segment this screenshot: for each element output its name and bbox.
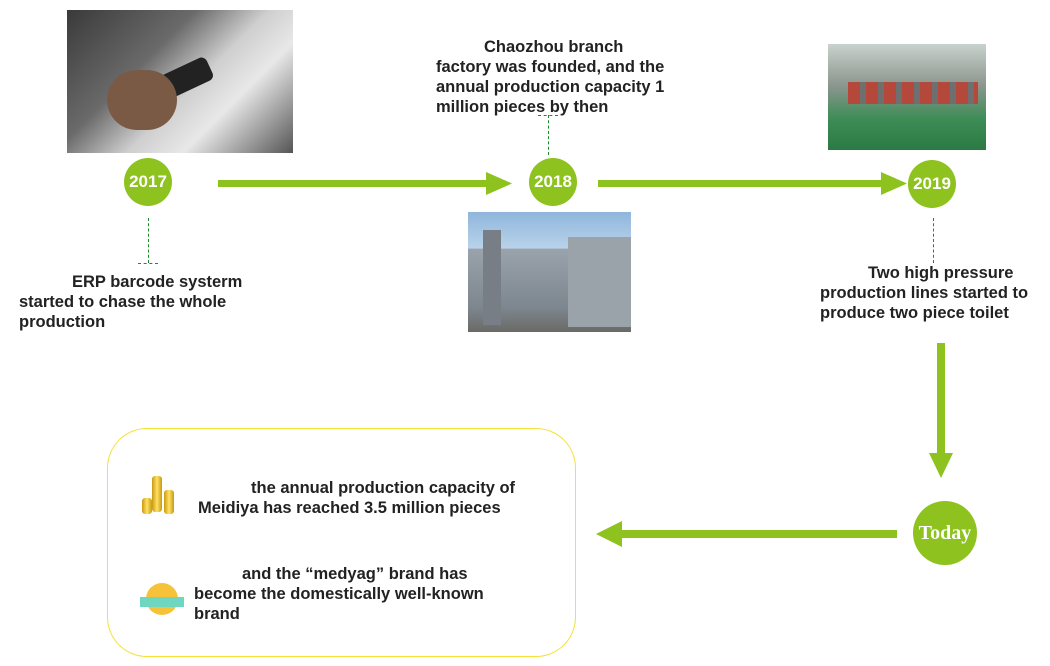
text-line: ERP barcode systerm bbox=[72, 273, 243, 291]
arrow-2018-2019 bbox=[598, 180, 883, 187]
connector-cap bbox=[138, 263, 158, 264]
barcode-scanner-photo bbox=[67, 10, 293, 153]
text-line: the annual production capacity of bbox=[251, 479, 516, 497]
today-node: Today bbox=[913, 501, 977, 565]
text-line: Chaozhou branch bbox=[484, 38, 624, 56]
today-label: Today bbox=[918, 521, 972, 544]
text-line: Two high pressure bbox=[868, 264, 1014, 282]
year-2018-node: 2018 bbox=[529, 158, 577, 206]
today-summary-box bbox=[107, 428, 576, 657]
year-label: 2019 bbox=[913, 174, 951, 193]
milestone-2019-text: Two high pressure production lines start… bbox=[820, 263, 1042, 323]
milestone-2017-text: ERP barcode systerm started to chase the… bbox=[19, 272, 269, 332]
arrow-today-summary bbox=[620, 530, 897, 538]
arrow-head bbox=[596, 521, 622, 547]
year-label: 2018 bbox=[534, 172, 572, 191]
arrow-2017-2018 bbox=[218, 180, 488, 187]
milestone-2018-text: Chaozhou branch factory was founded, and… bbox=[436, 37, 686, 117]
factory-building-photo bbox=[468, 212, 631, 332]
production-line-photo bbox=[828, 44, 986, 150]
connector-2017 bbox=[148, 218, 149, 263]
today-item-brand: and the “medyag” brand has become the do… bbox=[194, 564, 534, 624]
year-label: 2017 bbox=[129, 172, 167, 191]
text-line: and the “medyag” brand has bbox=[242, 565, 468, 583]
year-2017-node: 2017 bbox=[124, 158, 172, 206]
text-line: become the domestically well-known brand bbox=[194, 585, 484, 623]
connector-2018 bbox=[548, 115, 549, 155]
text-line: production lines started to produce two … bbox=[820, 284, 1029, 322]
text-line: started to chase the whole production bbox=[19, 293, 227, 331]
arrow-head bbox=[929, 453, 953, 478]
connector-2019 bbox=[933, 218, 934, 263]
text-line: Meidiya has reached 3.5 million pieces bbox=[198, 499, 501, 517]
connector-cap bbox=[538, 115, 558, 116]
today-item-capacity: the annual production capacity of Meidiy… bbox=[198, 478, 568, 518]
arrow-head bbox=[486, 172, 512, 195]
text-line: factory was founded, and the annual prod… bbox=[436, 58, 665, 116]
arrow-head bbox=[881, 172, 907, 195]
gold-coins-icon bbox=[140, 476, 182, 518]
arrow-2019-today bbox=[937, 343, 945, 455]
year-2019-node: 2019 bbox=[908, 160, 956, 208]
brand-badge-icon bbox=[140, 583, 184, 623]
